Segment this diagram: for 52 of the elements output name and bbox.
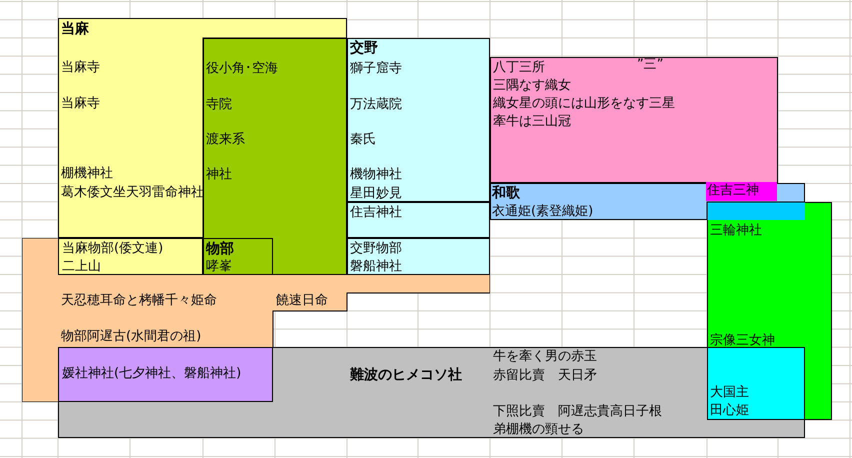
label-text: 大国主 [710,385,749,401]
label-text: 秦氏 [350,132,376,148]
label-text: 弟棚機の頸せる [493,422,584,438]
label-text: 二上山 [62,259,101,275]
colored-region [347,38,490,202]
label-text: 当麻寺 [61,96,100,112]
label-text: 当麻寺 [61,60,100,76]
colored-region [203,38,347,275]
colored-region [490,57,778,183]
label-text: 宗像三女神 [710,333,775,349]
label-text: 三輪神社 [710,223,762,239]
label-text: 獅子窟寺 [350,61,402,77]
label-text: 住吉神社 [350,205,402,221]
colored-region [58,347,273,402]
label-text: 田心姫 [710,403,749,419]
heading-text: 和歌 [492,185,520,201]
heading-text: 交野 [350,40,378,56]
label-text: 神社 [206,167,232,183]
label-text: 牽牛は三山冠 [493,114,571,130]
label-text: 衣通姫(素登織姫) [492,204,594,220]
label-text: 物部阿遅古(水間君の祖) [61,329,202,345]
label-text: 織女星の頭には山形をなす三星 [493,96,675,112]
label-text: 寺院 [206,97,232,113]
colored-region [58,18,347,238]
label-text: 役小角･空海 [206,61,278,77]
colored-region [707,347,805,420]
label-text: 磐船神社 [350,259,402,275]
label-text: 星田妙見 [350,186,402,202]
colored-region [706,182,777,201]
label-text: 葛木倭文坐天羽雷命神社 [61,185,204,201]
label-text: 八丁三所 [493,60,545,76]
label-text: 渡来系 [206,132,245,148]
label-text: 機物神社 [350,167,402,183]
heading-text: 難波のヒメコソ社 [350,367,462,383]
heading-text: 物部 [206,241,234,257]
label-text: 哮峯 [206,259,232,275]
label-text: 下照比賣 阿遅志貴高日子根 [493,404,662,420]
label-text: 交野物部 [350,241,402,257]
label-text: ”三” [637,57,664,73]
label-text: 棚機神社 [61,166,113,182]
label-text: 当麻物部(倭文連) [62,241,164,257]
label-text: 赤留比賣 天日矛 [493,368,597,384]
label-text: 牛を牽く男の赤玉 [493,349,597,365]
label-text: 住吉三神 [707,183,759,199]
colored-region [347,202,490,238]
label-text: 饒速日命 [276,293,328,309]
heading-text: 当麻 [61,21,89,37]
label-text: 天忍穂耳命と栲幡千々姫命 [61,293,217,309]
label-text: 万法蔵院 [350,97,402,113]
colored-region [203,238,273,275]
label-text: 媛社神社(七夕神社、磐船神社) [62,366,242,382]
label-text: 三隅なす織女 [493,78,571,94]
